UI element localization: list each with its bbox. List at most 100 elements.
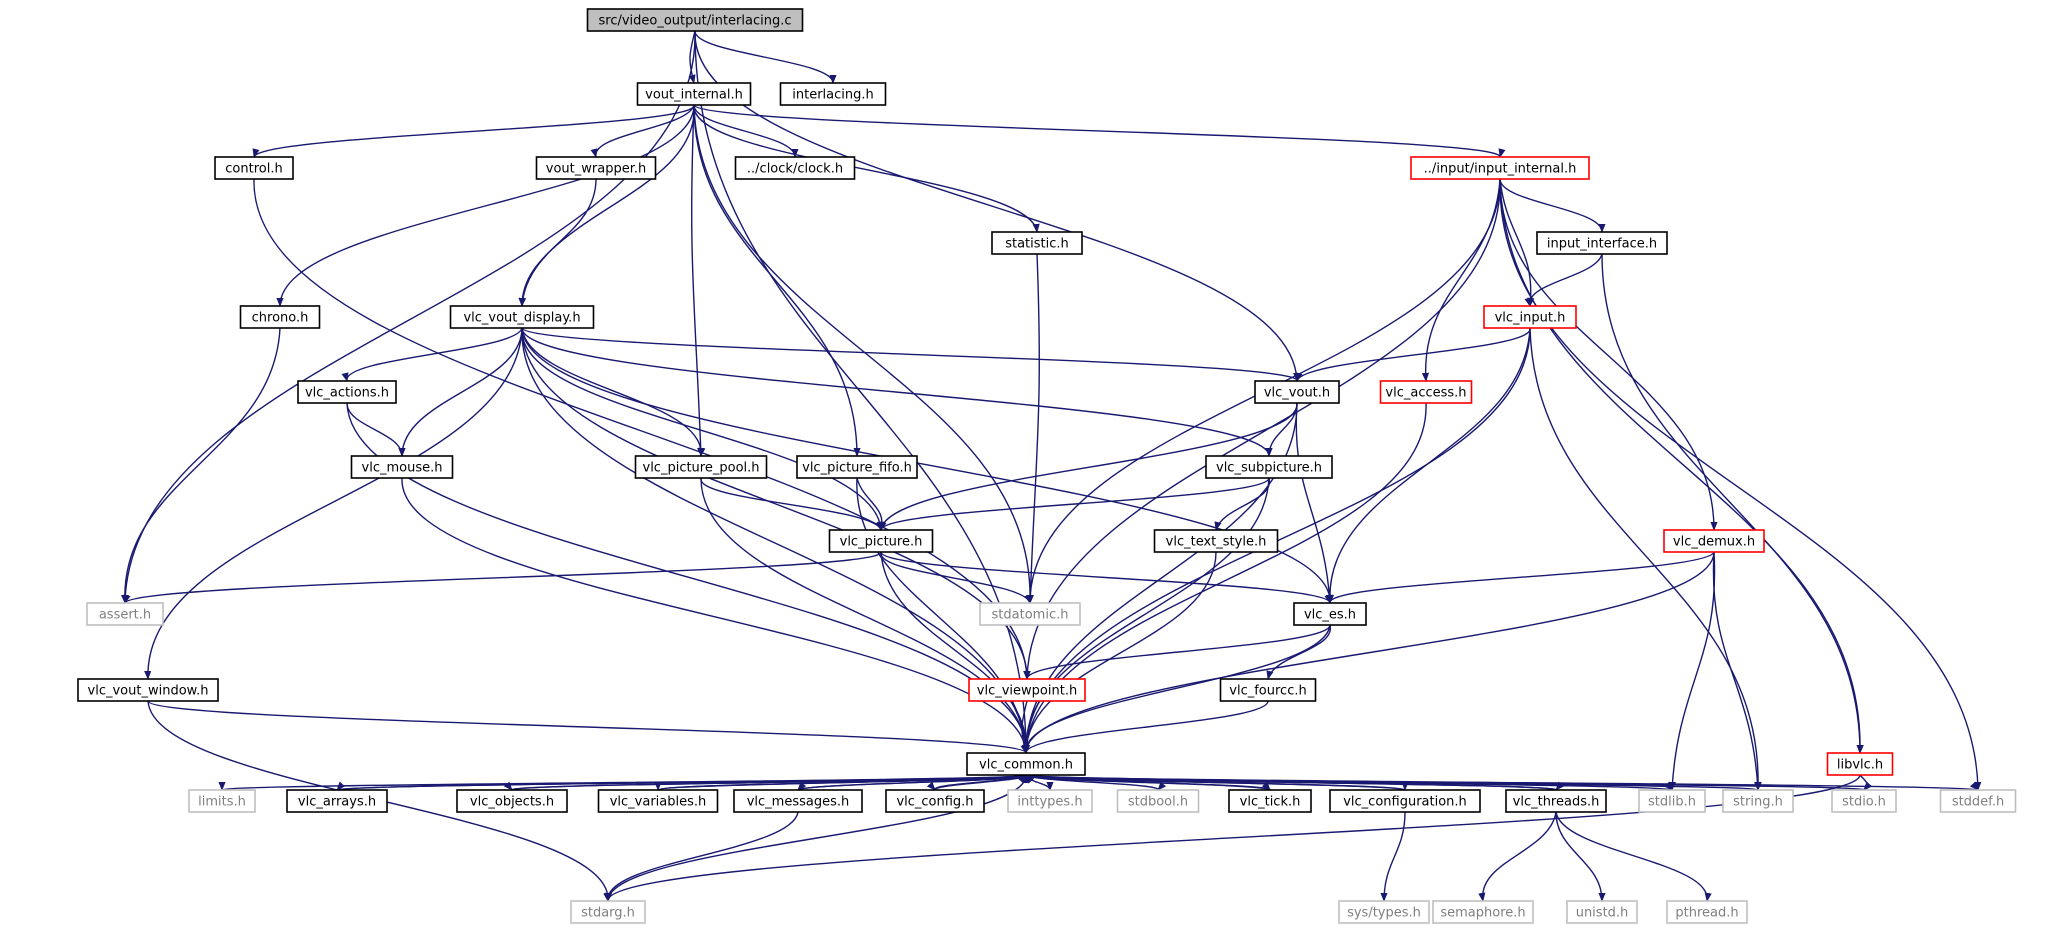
edge-input_internal-to-vlc_access	[1421, 178, 1501, 382]
node-vlc-es[interactable]: vlc_es.h	[1293, 602, 1367, 626]
edge-vlc_input-to-string	[1529, 327, 1762, 791]
node-vout-window[interactable]: vlc_vout_window.h	[77, 678, 219, 702]
edge-vout_display-to-vout_window	[144, 327, 523, 680]
node-box	[1536, 231, 1668, 255]
node-interlacing-h[interactable]: interlacing.h	[779, 82, 887, 106]
node-pthread: pthread.h	[1666, 900, 1748, 924]
edge-vlc_threads-to-unistd	[1555, 811, 1606, 902]
node-string: string.h	[1722, 789, 1794, 813]
node-box	[991, 231, 1083, 255]
node-control[interactable]: control.h	[214, 156, 294, 180]
node-interlacing-c[interactable]: src/video_output/interlacing.c	[586, 8, 804, 32]
node-vlc-variables[interactable]: vlc_variables.h	[597, 789, 719, 813]
node-fourcc[interactable]: vlc_fourcc.h	[1219, 678, 1317, 702]
edge-input_interface-to-libvlc	[1601, 253, 1864, 754]
edge-vout_internal-to-vout_wrapper	[590, 104, 695, 158]
edge-vout_internal-to-clock	[693, 104, 799, 158]
edge-vout_internal-to-control	[252, 104, 695, 158]
node-label: vlc_common.h	[979, 758, 1073, 773]
node-vlc-access[interactable]: vlc_access.h	[1379, 380, 1473, 404]
edge-vlc_es-to-fourcc	[1266, 624, 1331, 680]
node-stdio: stdio.h	[1831, 789, 1897, 813]
node-text-style[interactable]: vlc_text_style.h	[1153, 529, 1279, 553]
node-vlc-common[interactable]: vlc_common.h	[966, 752, 1086, 776]
node-stdarg: stdarg.h	[570, 900, 646, 924]
node-box	[350, 455, 454, 479]
node-libvlc[interactable]: libvlc.h	[1826, 752, 1894, 776]
edge-picture_fifo-to-vlc_picture	[856, 477, 887, 531]
node-label: string.h	[1733, 795, 1783, 810]
edge-input_internal-to-vlc_demux	[1499, 178, 1718, 531]
edge-input_internal-to-input_interface	[1499, 178, 1606, 233]
edge-vlc_picture-to-stdatomic	[880, 551, 1032, 604]
node-vlc-objects[interactable]: vlc_objects.h	[456, 789, 568, 813]
node-box	[239, 305, 321, 329]
edge-vout_display-to-vlc_common	[521, 327, 1030, 754]
node-subpicture[interactable]: vlc_subpicture.h	[1205, 455, 1333, 479]
node-chrono[interactable]: chrono.h	[239, 305, 321, 329]
node-viewpoint[interactable]: vlc_viewpoint.h	[968, 678, 1086, 702]
node-stdbool: stdbool.h	[1116, 789, 1200, 813]
node-box	[1153, 529, 1279, 553]
node-vlc-arrays[interactable]: vlc_arrays.h	[286, 789, 388, 813]
node-label: vlc_threads.h	[1513, 795, 1600, 810]
node-box	[286, 789, 388, 813]
node-vlc-vout[interactable]: vlc_vout.h	[1254, 380, 1340, 404]
node-input-internal[interactable]: ../input/input_internal.h	[1410, 156, 1590, 180]
node-label: stdlib.h	[1648, 795, 1696, 810]
node-vlc-input[interactable]: vlc_input.h	[1483, 305, 1577, 329]
edge-vlc_input-to-vlc_es	[1326, 327, 1531, 604]
edge-vout_internal-to-vout_display	[518, 104, 695, 307]
edge-interlacing_c-to-vlc_common	[694, 30, 1030, 754]
node-stdatomic: stdatomic.h	[979, 602, 1081, 626]
node-label: vlc_input.h	[1495, 311, 1566, 326]
node-box	[1007, 789, 1093, 813]
node-vlc-messages[interactable]: vlc_messages.h	[733, 789, 863, 813]
node-vlc-demux[interactable]: vlc_demux.h	[1663, 529, 1765, 553]
node-input-interface[interactable]: input_interface.h	[1536, 231, 1668, 255]
node-label: semaphore.h	[1440, 906, 1525, 921]
edge-vout_wrapper-to-vout_display	[518, 178, 597, 307]
node-box	[1831, 789, 1897, 813]
node-label: assert.h	[99, 608, 151, 623]
edge-fourcc-to-vlc_common	[1022, 700, 1269, 754]
edge-subpicture-to-vlc_picture	[877, 477, 1270, 531]
node-statistic[interactable]: statistic.h	[991, 231, 1083, 255]
node-stddef: stddef.h	[1939, 789, 2017, 813]
node-vlc-config[interactable]: vlc_config.h	[885, 789, 985, 813]
node-vout-wrapper[interactable]: vout_wrapper.h	[535, 156, 657, 180]
node-vlc-mouse[interactable]: vlc_mouse.h	[350, 455, 454, 479]
node-vlc-threads[interactable]: vlc_threads.h	[1505, 789, 1607, 813]
node-vout-display[interactable]: vlc_vout_display.h	[449, 305, 595, 329]
node-box	[1566, 900, 1638, 924]
node-vlc-configuration[interactable]: vlc_configuration.h	[1329, 789, 1481, 813]
node-label: vlc_picture_fifo.h	[802, 461, 912, 476]
edge-vout_internal-to-chrono	[276, 104, 695, 307]
node-label: pthread.h	[1675, 906, 1738, 921]
node-label: ../input/input_internal.h	[1424, 162, 1577, 177]
edge-picture_pool-to-vlc_common	[700, 477, 1030, 754]
node-box	[1826, 752, 1894, 776]
node-vlc-actions[interactable]: vlc_actions.h	[297, 380, 397, 404]
node-box	[636, 82, 752, 106]
node-picture-pool[interactable]: vlc_picture_pool.h	[634, 455, 768, 479]
node-vlc-picture[interactable]: vlc_picture.h	[828, 529, 934, 553]
node-clock[interactable]: ../clock/clock.h	[734, 156, 856, 180]
node-vlc-tick[interactable]: vlc_tick.h	[1228, 789, 1312, 813]
node-box	[979, 602, 1081, 626]
node-label: interlacing.h	[792, 88, 874, 103]
node-vout-internal[interactable]: vout_internal.h	[636, 82, 752, 106]
edge-vlc_threads-to-vlc_common	[1025, 774, 1557, 791]
node-box	[1116, 789, 1200, 813]
node-box	[188, 789, 256, 813]
node-label: vlc_picture_pool.h	[643, 461, 760, 476]
edge-vlc_es-to-vlc_common	[1021, 624, 1331, 754]
edge-vlc_demux-to-vlc_common	[1022, 551, 1715, 754]
edge-subpicture-to-vlc_common	[1022, 477, 1270, 754]
edge-vlc_demux-to-string	[1712, 551, 1762, 791]
edge-input_interface-to-vlc_input	[1524, 253, 1603, 307]
edge-vlc_messages-to-stdarg	[603, 811, 799, 902]
node-picture-fifo[interactable]: vlc_picture_fifo.h	[796, 455, 918, 479]
node-label: vlc_text_style.h	[1166, 535, 1267, 550]
